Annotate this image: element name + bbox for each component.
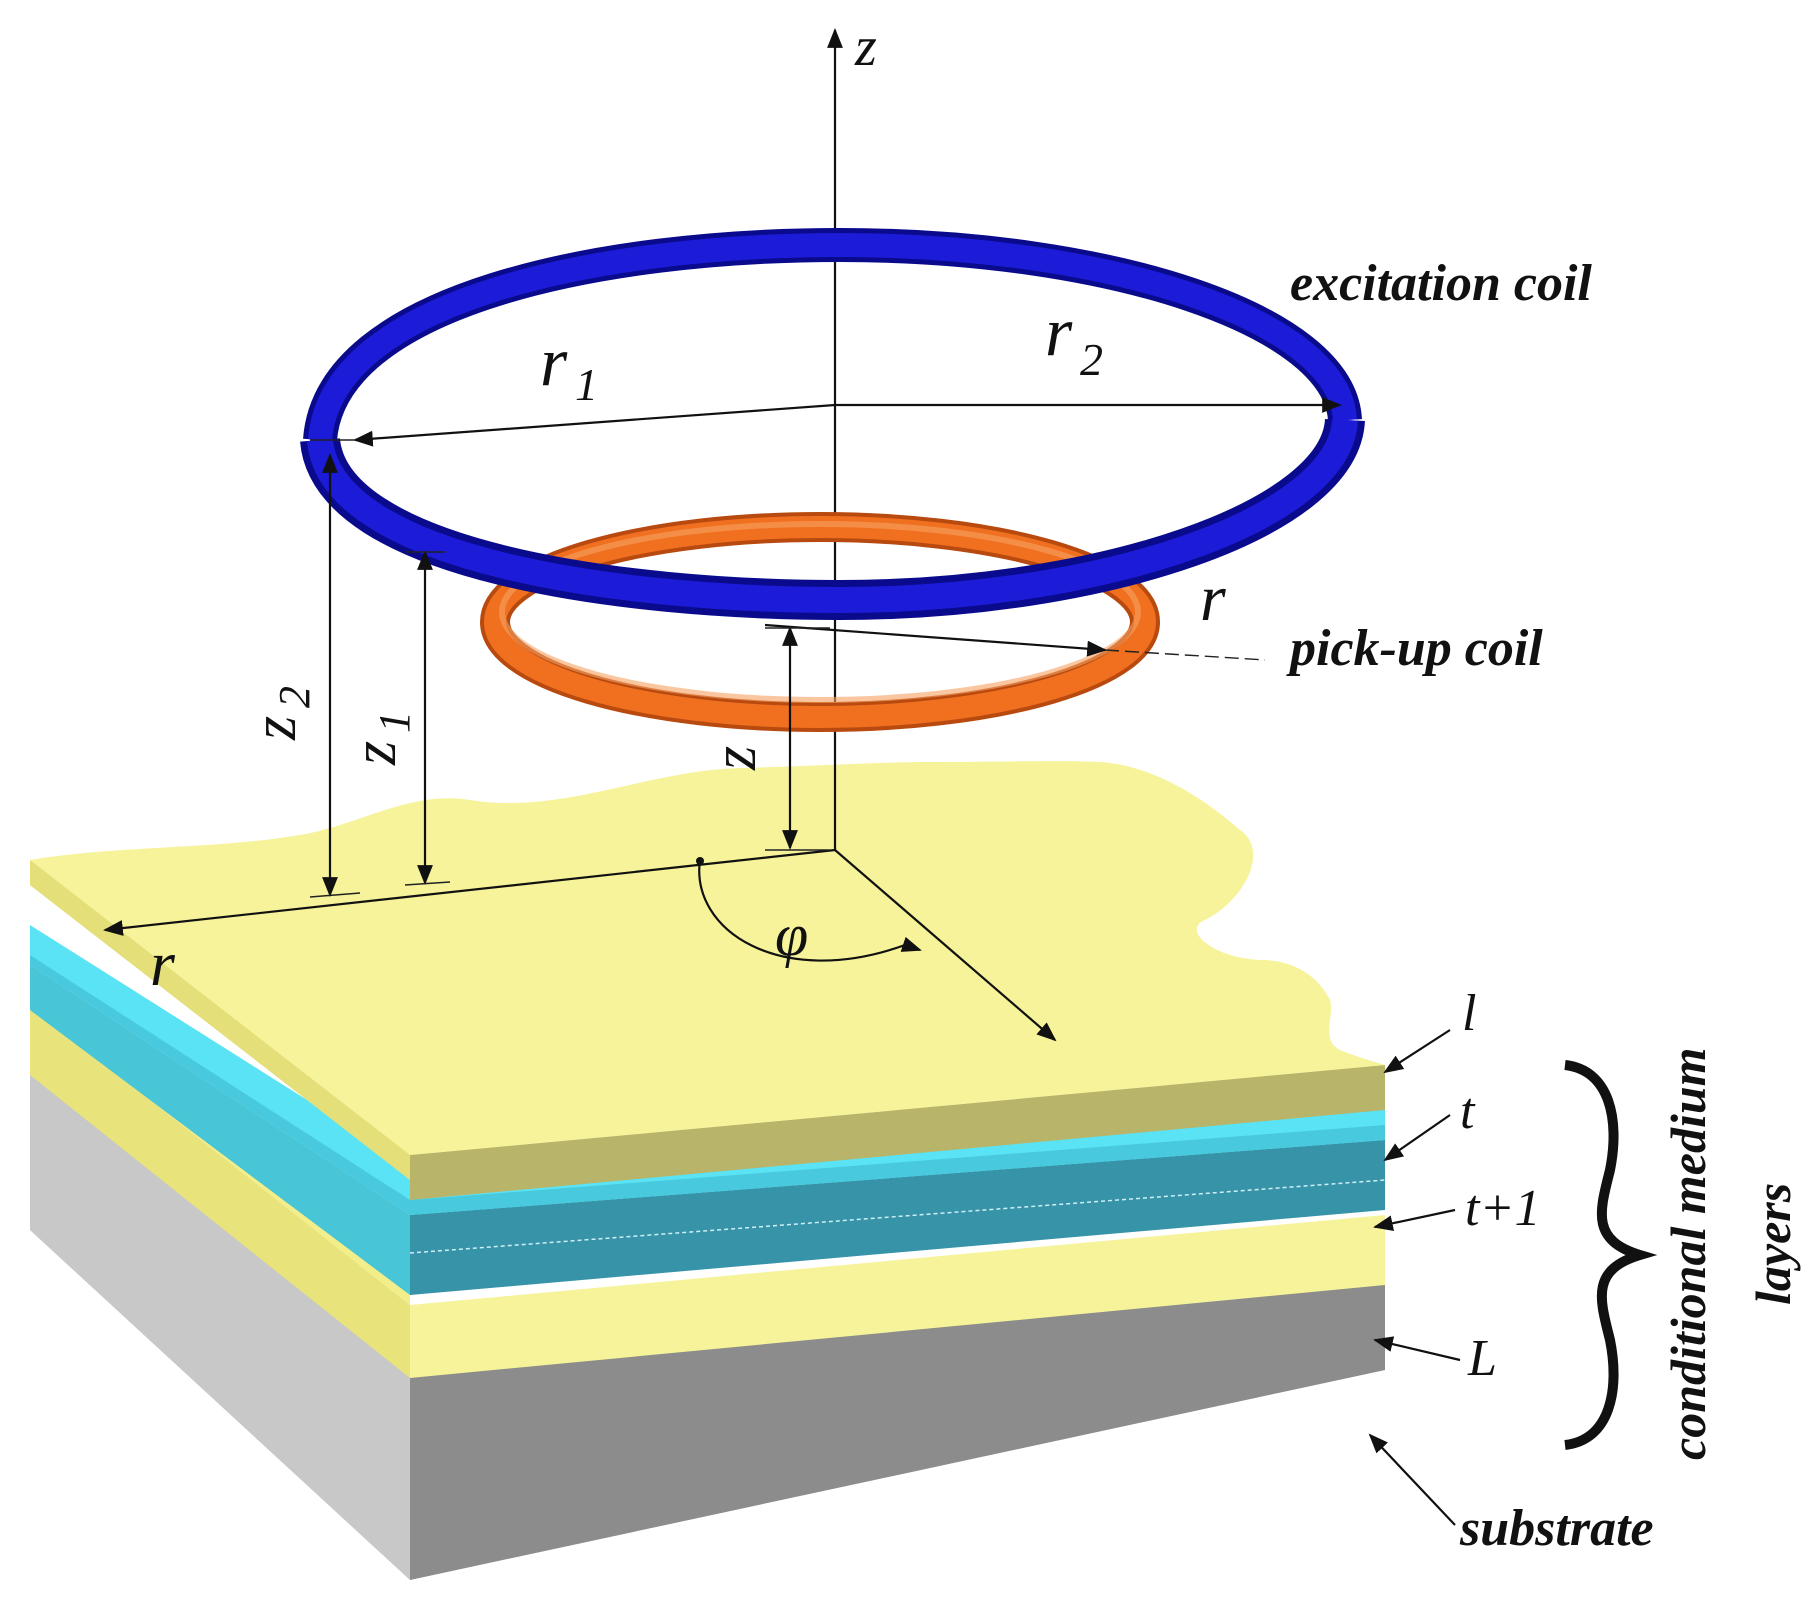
layer-l-top bbox=[30, 761, 1385, 1200]
svg-text:1: 1 bbox=[370, 711, 419, 733]
pickup-coil bbox=[480, 512, 1160, 732]
svg-text:z: z bbox=[341, 741, 409, 766]
z1-label: z 1 bbox=[341, 711, 419, 766]
z-pickup-dimension bbox=[765, 626, 830, 851]
phi-label: φ bbox=[775, 902, 808, 968]
z2-label: z 2 bbox=[241, 686, 319, 741]
svg-text:2: 2 bbox=[1080, 334, 1103, 385]
layers-label: layers bbox=[1745, 1183, 1801, 1305]
r1-label: r 1 bbox=[540, 324, 598, 410]
pickup-radius-arrow bbox=[764, 623, 1266, 661]
excitation-coil-label: excitation coil bbox=[1290, 255, 1592, 312]
svg-text:1: 1 bbox=[575, 359, 598, 410]
excitation-radius-arrow bbox=[310, 397, 1342, 447]
svg-text:conditional medium: conditional medium bbox=[1660, 1047, 1716, 1460]
layer-l-label: l bbox=[1462, 985, 1476, 1042]
phi-axis bbox=[696, 849, 1057, 1042]
svg-text:r: r bbox=[540, 324, 568, 401]
layer-leaders bbox=[1368, 1029, 1461, 1526]
layer-t-label: t bbox=[1460, 1083, 1476, 1140]
substrate-label: substrate bbox=[1459, 1500, 1654, 1557]
r-axis bbox=[103, 848, 836, 936]
svg-text:layers: layers bbox=[1745, 1183, 1801, 1305]
pickup-radius-label: r bbox=[1200, 562, 1226, 635]
pickup-coil-label: pick-up coil bbox=[1286, 620, 1543, 677]
z2-dimension bbox=[309, 453, 361, 898]
z-axis-label: z bbox=[854, 16, 877, 78]
layer-L-label: L bbox=[1467, 1330, 1497, 1387]
conditional-medium-label: conditional medium bbox=[1660, 1047, 1716, 1460]
svg-text:2: 2 bbox=[270, 686, 319, 708]
z1-dimension bbox=[404, 550, 451, 886]
svg-text:z: z bbox=[241, 716, 309, 741]
svg-text:r: r bbox=[1045, 294, 1073, 371]
r-axis-label: r bbox=[150, 928, 176, 999]
svg-text:z: z bbox=[701, 746, 769, 771]
layer-stack bbox=[30, 761, 1386, 1580]
excitation-coil-back bbox=[303, 227, 1362, 443]
z-pickup-label: z bbox=[701, 746, 769, 771]
r2-label: r 2 bbox=[1045, 294, 1103, 385]
layer-t-plus-1-label: t+1 bbox=[1465, 1180, 1541, 1237]
excitation-coil-front bbox=[300, 417, 1365, 621]
layers-brace bbox=[1564, 1060, 1658, 1450]
